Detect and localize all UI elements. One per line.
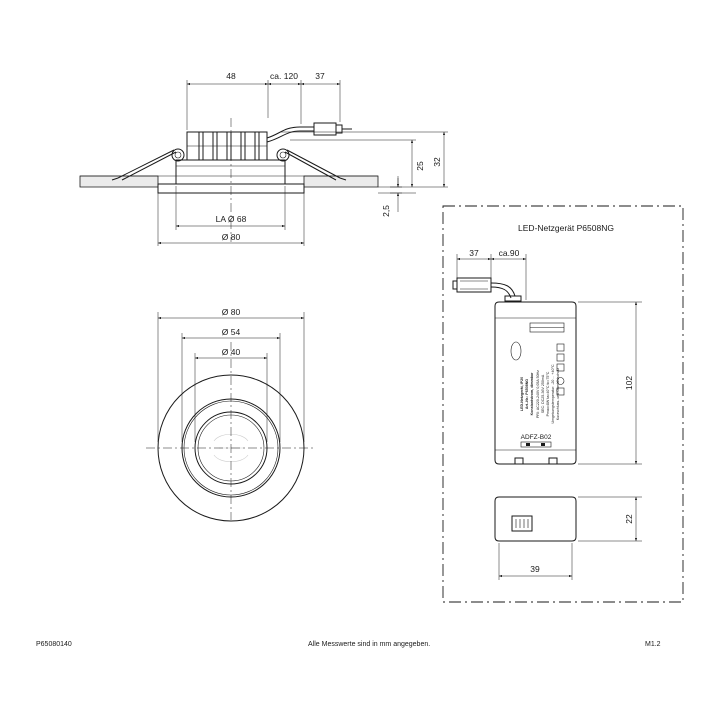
panel-frame	[442, 205, 684, 603]
dim-37: 37	[315, 71, 325, 81]
driver-panel: LED-Netzgerät P6508NG	[442, 205, 684, 603]
side-view: 48 ca. 120 37 25 32 2,5 LA Ø 68 Ø 80	[79, 71, 448, 246]
dim-d80-side: Ø 80	[222, 232, 241, 242]
drawing-number: P65080140	[36, 641, 72, 648]
housing	[175, 159, 286, 185]
ring-40	[194, 411, 268, 485]
dim-driver-ca90: ca.90	[499, 248, 520, 258]
dim-d54: Ø 54	[222, 327, 241, 337]
weee-icon	[556, 387, 565, 396]
dim-driver-37: 37	[469, 248, 479, 258]
terminal-block	[511, 515, 533, 532]
dim-ca120: ca. 120	[270, 71, 298, 81]
dim-2-5: 2,5	[381, 205, 391, 217]
outer-ring	[157, 374, 305, 522]
spring-clip-right	[276, 148, 347, 181]
brand-logo	[510, 341, 522, 361]
cert-icon	[556, 343, 565, 352]
label-line-8: Kurzschluss- und Überlastschutz	[556, 368, 560, 421]
ce-mark-icon	[556, 377, 565, 385]
dim-driver-102: 102	[624, 376, 634, 390]
units-note: Alle Messwerte sind in mm angegeben.	[308, 641, 431, 648]
heat-sink	[186, 131, 268, 161]
revision: M1.2	[645, 641, 661, 648]
driver-side-view	[494, 496, 577, 542]
label-line-5: SEC: DC25-36V 250mA	[541, 374, 545, 413]
driver-body: LED-Netzgerät, IP20 Art.-Nr.: P6508NG Ko…	[494, 301, 577, 465]
label-line-1: LED-Netzgerät, IP20	[520, 377, 524, 411]
dim-driver-22: 22	[624, 514, 634, 524]
cert-icon	[556, 363, 565, 372]
label-line-4: PRI: AC220-240V 0,05A 50Hz	[536, 370, 540, 418]
cert-icon	[556, 353, 565, 362]
panel-title: LED-Netzgerät P6508NG	[518, 223, 614, 233]
ceiling-panel-right	[303, 175, 379, 188]
dim-driver-39: 39	[530, 564, 540, 574]
dim-48: 48	[226, 71, 236, 81]
cable-connector	[266, 122, 352, 143]
label-line-3: Konstantstrom, dimmbar	[530, 372, 534, 415]
label-line-2: Art.-Nr.: P6508NG	[525, 379, 529, 409]
logo-watermark	[213, 433, 249, 463]
ring-54	[181, 398, 281, 498]
label-line-7: Umgebungstemperatur: -20 ... +40°C	[551, 364, 555, 423]
driver-code: ADFZ-B02	[521, 434, 552, 441]
spring-clip-left	[111, 148, 185, 181]
dim-d40: Ø 40	[222, 347, 241, 357]
driver-cable	[452, 277, 522, 302]
dim-25: 25	[415, 161, 425, 171]
top-view: Ø 80 Ø 54 Ø 40	[146, 307, 316, 522]
dim-32: 32	[432, 157, 442, 167]
dim-d80-top: Ø 80	[222, 307, 241, 317]
label-line-6: Pmax=8W ta=40°C tc=75°C	[546, 371, 550, 416]
dim-la68: LA Ø 68	[216, 214, 247, 224]
